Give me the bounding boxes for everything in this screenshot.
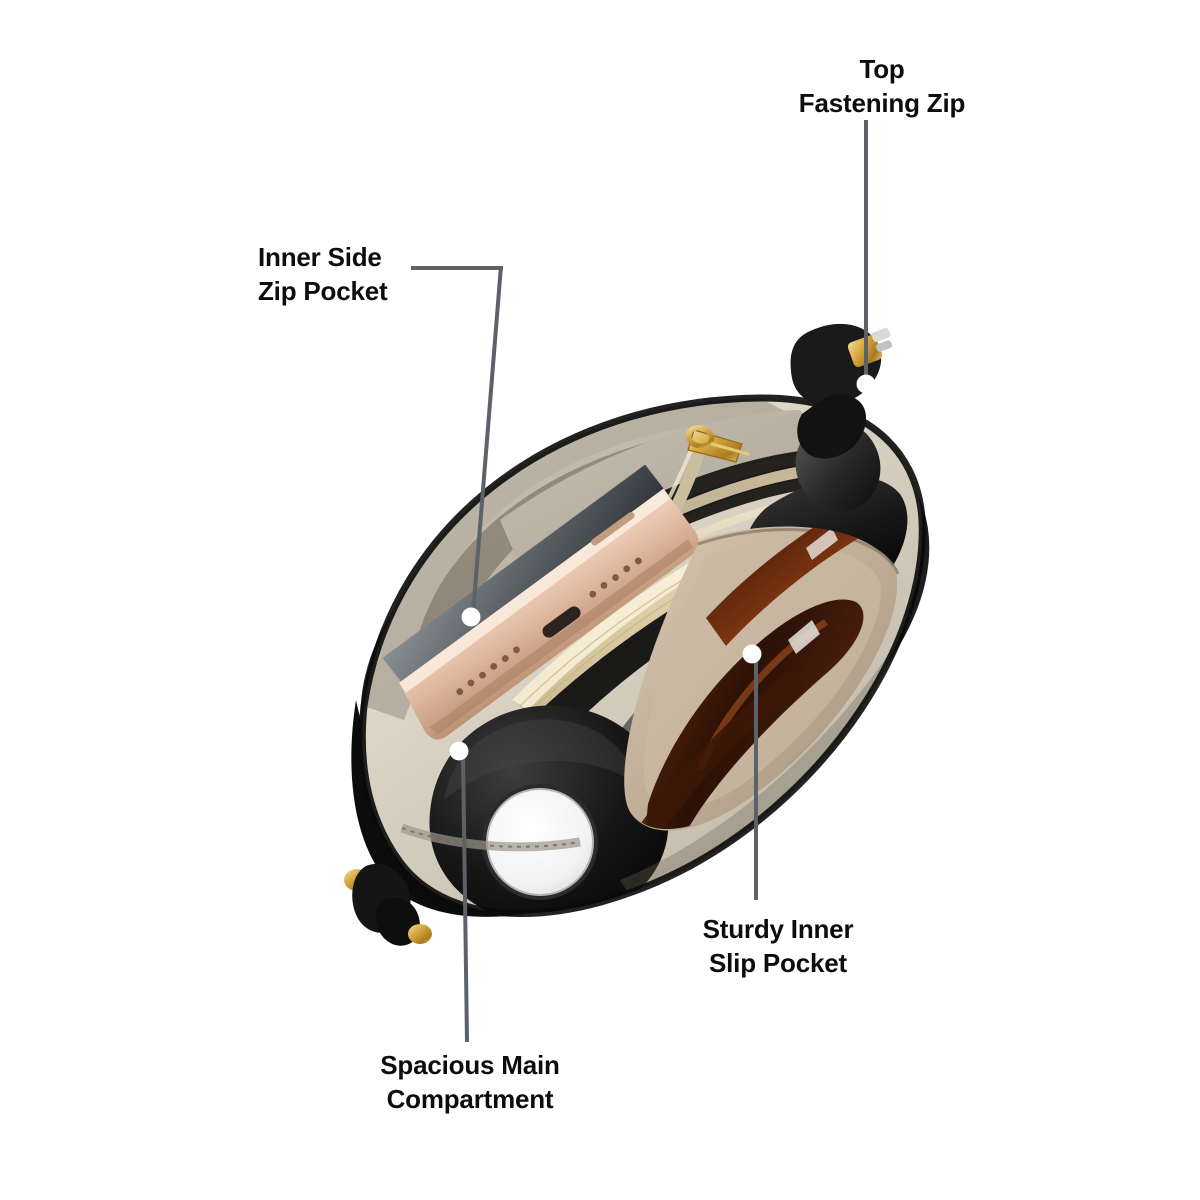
callout-label-spacious-main-compartment: Spacious Main Compartment [380,1050,560,1115]
bag-outer-body [351,413,930,917]
leader-line-spacious-main-compartment [461,754,470,1042]
black-pouch [742,420,908,630]
leader-line-inner-side-zip-vertical [470,265,503,618]
gold-zip-pull [685,425,750,463]
leader-dot-sturdy-inner-slip-pocket [743,645,761,663]
leader-dot-inner-side-zip [462,608,480,626]
notebook [512,494,856,752]
sunglasses [636,526,897,830]
inner-side-zip [478,425,825,663]
compact-mirror [487,789,593,895]
top-zip-pull-hardware [790,323,893,459]
callout-label-inner-side-zip-pocket: Inner Side Zip Pocket [258,242,388,307]
leader-line-inner-side-zip-horizontal [411,266,503,270]
bag-opening-edge [358,394,926,917]
sturdy-inner-slip-pocket [624,526,900,831]
callout-label-sturdy-inner-slip-pocket: Sturdy Inner Slip Pocket [702,914,854,979]
leader-dot-top-fastening-zip [857,375,875,393]
bag-interior [362,397,923,914]
leader-dot-spacious-main-compartment [450,742,468,760]
callout-label-top-fastening-zip: Top Fastening Zip [798,54,966,119]
top-zipper-teeth [367,419,923,841]
bottom-zip-end-hardware [344,863,432,946]
smartphone [382,464,699,740]
wallet [600,578,828,812]
leader-line-top-fastening-zip [864,120,868,384]
leader-line-sturdy-inner-slip-pocket [754,655,758,900]
